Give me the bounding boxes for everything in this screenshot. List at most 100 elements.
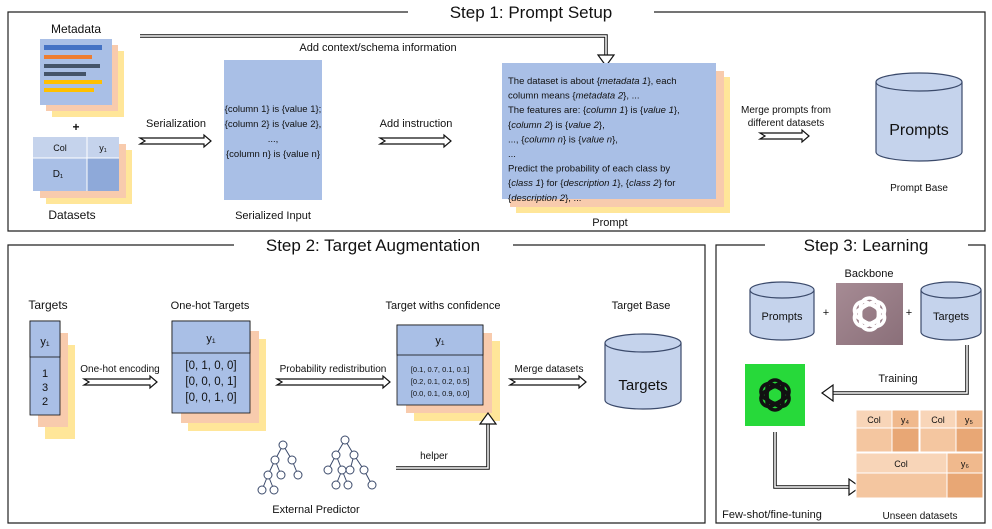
onehot-row: [0, 1, 0, 0] xyxy=(185,360,236,372)
unseen-y6-header: y₆ xyxy=(961,459,970,469)
prompt-line: column means {metadata 2}, ... xyxy=(508,91,640,102)
prompt-segment: }, ... xyxy=(623,91,639,102)
targets-label: Targets xyxy=(28,298,67,312)
prompt-line: The features are: {column 1} is {value 1… xyxy=(508,105,680,116)
onehot-row: [0, 0, 1, 0] xyxy=(185,392,236,404)
confidence-title: Target withs confidence xyxy=(386,300,501,312)
step1-frame: Step 1: Prompt Setup xyxy=(7,3,986,232)
onehot-y-header: y₁ xyxy=(206,333,216,345)
prompt-segment: { xyxy=(508,193,511,204)
context-arrow-label: Add context/schema information xyxy=(299,42,456,54)
plus-sign: + xyxy=(823,307,829,319)
prompt-segment: } is { xyxy=(563,134,582,145)
prompt-line: {class 1} for {description 1}, {class 2}… xyxy=(508,178,675,189)
unseen-y4-header: y₄ xyxy=(901,415,910,425)
onehot-rows: [0, 1, 0, 0] [0, 0, 0, 1] [0, 0, 1, 0] xyxy=(185,360,236,404)
targets-db-label: Targets xyxy=(618,377,667,394)
prompt-segment: } is { xyxy=(550,120,569,131)
step2-frame: Step 2: Target Augmentation xyxy=(7,236,706,524)
prompt-segment: } for { xyxy=(541,178,564,189)
confidence-card-stack xyxy=(396,324,500,421)
prompt-text: The dataset is about {metadata 1}, each c… xyxy=(508,76,680,204)
prompt-base-caption: Prompt Base xyxy=(890,183,948,194)
merge-prompts-arrow xyxy=(757,128,810,144)
target-base-title: Target Base xyxy=(612,300,671,312)
unseen-table-2 xyxy=(919,409,984,453)
targets-database-icon xyxy=(920,281,982,341)
targets-y-header: y₁ xyxy=(40,336,50,348)
prompt-segment: { xyxy=(508,120,511,131)
confidence-row: [0.2, 0.1, 0.2, 0.5] xyxy=(411,377,469,386)
prompt-segment: }, { xyxy=(617,178,629,189)
unseen-col-header-2: Col xyxy=(931,415,945,425)
prompt-segment: column means { xyxy=(508,91,576,102)
table-d-cell: D₁ xyxy=(53,169,64,180)
prompt-line: The dataset is about {metadata 1}, each xyxy=(508,76,677,87)
prompt-placeholder: description 1 xyxy=(563,178,617,189)
training-arrow-fill xyxy=(832,345,968,394)
prompt-line: {description 2}, ... xyxy=(508,193,581,204)
prompt-placeholder: description 2 xyxy=(511,193,566,204)
onehot-arrow xyxy=(81,374,158,390)
serialized-input-card xyxy=(224,60,322,200)
metadata-label: Metadata xyxy=(51,22,101,36)
serialized-line: ..., xyxy=(268,134,279,145)
prompt-placeholder: class 1 xyxy=(511,178,541,189)
merge-datasets-arrow xyxy=(507,374,587,390)
helper-arrow-head xyxy=(478,411,498,425)
serialized-caption: Serialized Input xyxy=(235,210,311,222)
step3-frame: Step 3: Learning xyxy=(715,236,986,524)
serialized-lines: {column 1} is {value 1};{column 2} is {v… xyxy=(225,104,322,160)
backbone-label: Backbone xyxy=(845,268,894,280)
prompt-segment: }, each xyxy=(647,76,676,87)
plus-sign: + xyxy=(72,120,79,134)
prompt-line: ..., {column n} is {value n}, xyxy=(508,134,618,145)
target-value: 1 xyxy=(42,368,48,380)
unseen-label: Unseen datasets xyxy=(882,511,957,522)
unseen-table-3 xyxy=(855,452,984,499)
plus-sign: + xyxy=(906,307,912,319)
training-arrow-outline xyxy=(830,345,969,395)
onehot-title: One-hot Targets xyxy=(171,300,250,312)
redistribution-arrow xyxy=(274,374,391,390)
unseen-col-header-3: Col xyxy=(894,459,908,469)
serialized-line: {column n} is {value n} xyxy=(226,149,320,160)
prompts-database-icon xyxy=(749,281,815,341)
prompt-placeholder: metadata 1 xyxy=(600,76,648,87)
onehot-row: [0, 0, 0, 1] xyxy=(185,376,236,388)
targets-database-icon xyxy=(604,333,682,410)
fewshot-arrow-fill xyxy=(774,432,850,488)
prompt-segment: }, ... xyxy=(565,193,581,204)
prompts-db-label: Prompts xyxy=(889,122,949,139)
fewshot-arrow-head xyxy=(848,477,862,497)
prompt-placeholder: column 2 xyxy=(511,120,550,131)
prompt-placeholder: value 1 xyxy=(643,105,674,116)
prompt-placeholder: column n xyxy=(524,134,563,145)
serialized-line: {column 2} is {value 2}, xyxy=(225,119,322,130)
prompt-card-stack xyxy=(502,63,730,213)
targets-column-stack xyxy=(29,320,75,439)
prompt-segment: The dataset is about { xyxy=(508,76,600,87)
prompt-segment: } is { xyxy=(625,105,644,116)
fewshot-arrow-outline xyxy=(773,432,852,489)
confidence-rows: [0.1, 0.7, 0.1, 0.1] [0.2, 0.1, 0.2, 0.5]… xyxy=(411,365,469,398)
confidence-y-header: y₁ xyxy=(435,335,445,347)
merge-prompts-line1: Merge prompts from xyxy=(741,105,831,116)
helper-label: helper xyxy=(420,451,448,462)
step2-title: Step 2: Target Augmentation xyxy=(266,236,480,255)
serialization-arrow xyxy=(137,133,212,149)
prompt-placeholder: column 1 xyxy=(586,105,625,116)
dataset-table-stack xyxy=(33,137,132,204)
confidence-row: [0.0, 0.1, 0.9, 0.0] xyxy=(411,389,469,398)
redistribution-label: Probability redistribution xyxy=(280,364,387,375)
prompt-placeholder: metadata 2 xyxy=(576,91,624,102)
training-label: Training xyxy=(878,373,917,385)
external-predictor-label: External Predictor xyxy=(272,504,360,516)
openai-logo-icon xyxy=(852,296,887,332)
confidence-row: [0.1, 0.7, 0.1, 0.1] xyxy=(411,365,469,374)
decision-tree-icon xyxy=(323,435,377,490)
instruction-arrow xyxy=(377,133,452,149)
step3-targets-db-label: Targets xyxy=(933,311,970,323)
step3-title: Step 3: Learning xyxy=(804,236,929,255)
